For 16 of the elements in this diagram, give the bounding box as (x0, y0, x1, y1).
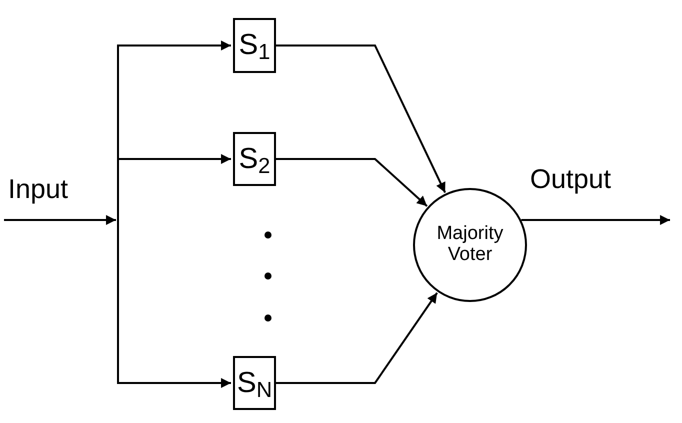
node-text: S$_{2}$ (238, 144, 270, 174)
node-text: Majority Voter (436, 224, 504, 266)
edge-label: Output (530, 166, 612, 193)
input-arrow (4, 215, 116, 225)
edge-label: Input (8, 176, 68, 203)
node-text: S$_{N}$ (236, 368, 272, 398)
arrow (117, 154, 231, 220)
arrow (276, 44, 446, 194)
arrow (521, 215, 670, 225)
system-box (233, 132, 276, 186)
system-box (233, 356, 276, 410)
arrow (276, 292, 438, 384)
arrow (117, 220, 231, 388)
arrow (276, 158, 428, 207)
node-text: S$_{1}$ (238, 31, 270, 60)
system-box (233, 18, 276, 73)
